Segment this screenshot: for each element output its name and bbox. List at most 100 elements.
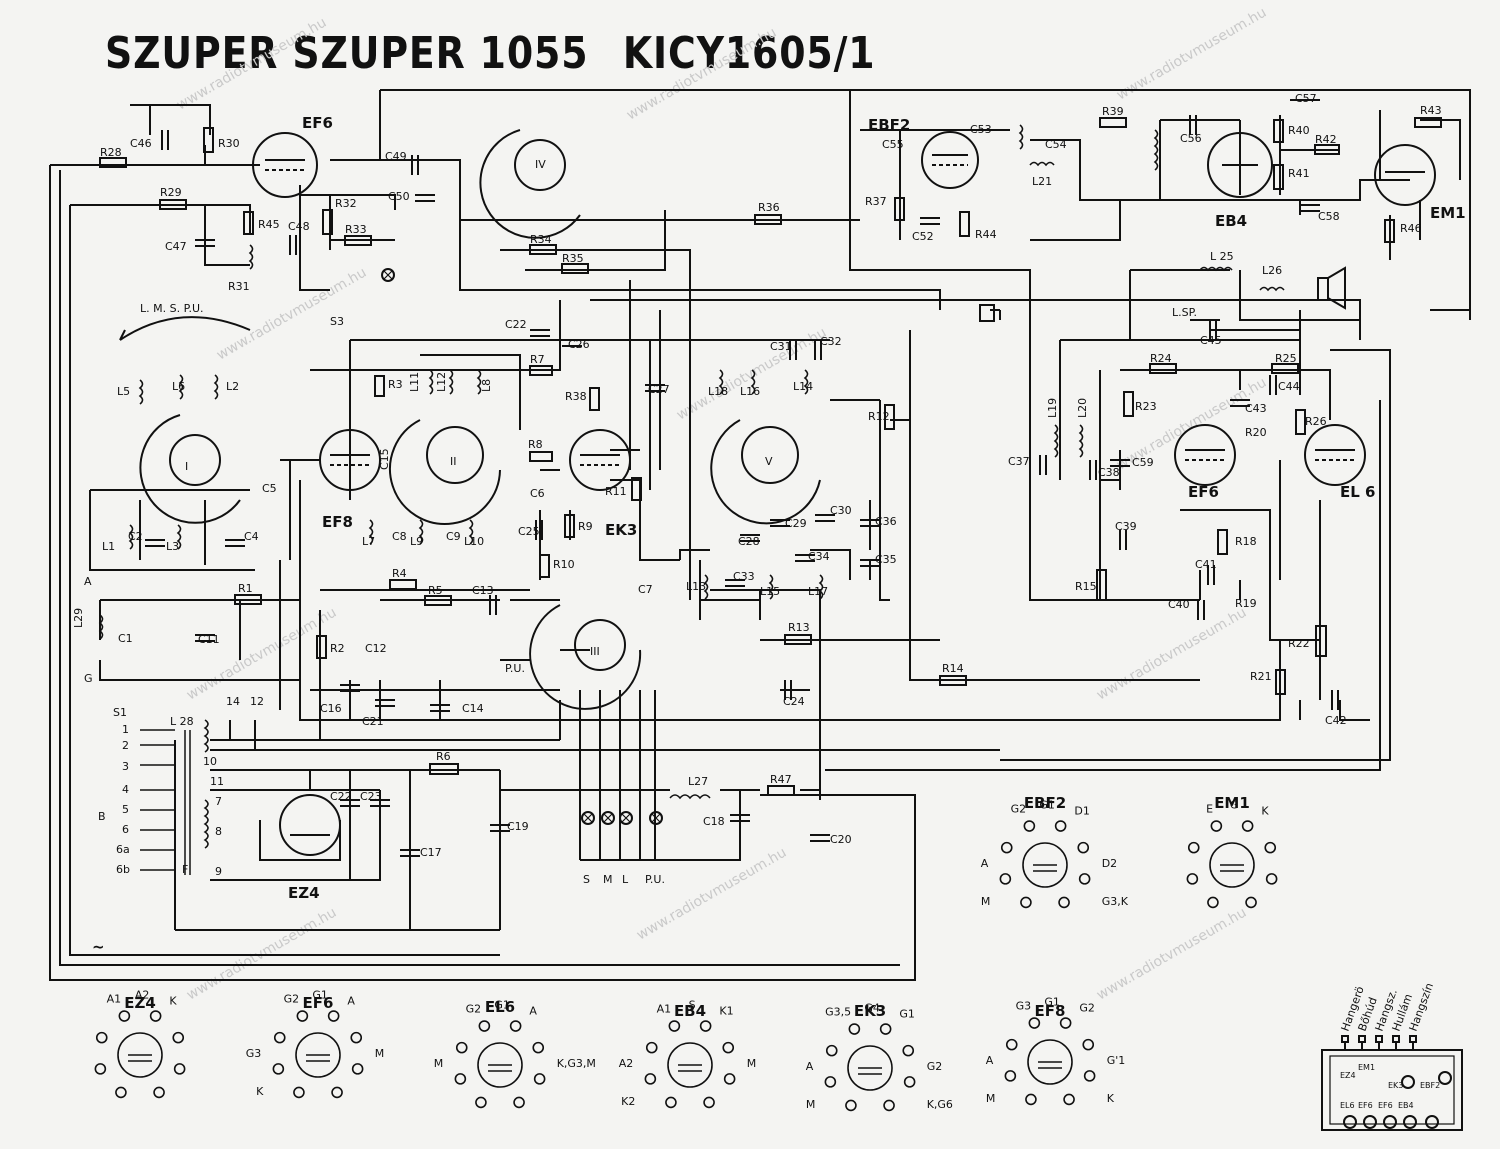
socket-pin (1063, 1093, 1075, 1106)
socket-pin (293, 1086, 305, 1099)
switch-wafer-3 (529, 604, 642, 710)
label-r36: R36 (758, 201, 780, 214)
resistor-r39 (1099, 117, 1127, 128)
tube-symbols (252, 131, 1436, 856)
chassis-tube-socket (1403, 1115, 1417, 1129)
capacitor-c41 (1207, 565, 1215, 585)
tube-ef8 (319, 429, 381, 491)
label-r42: R42 (1315, 133, 1337, 146)
tube-electrode-outline (847, 1045, 893, 1091)
coil-l26 (1259, 286, 1285, 292)
coil-r31 (248, 244, 254, 270)
pin-label: M (981, 895, 991, 908)
pinout-name: EK3 (854, 1002, 886, 1020)
socket-pin (95, 1031, 108, 1044)
label-r1: R1 (238, 582, 253, 595)
coil-l12 (448, 369, 454, 395)
capacitor-c19 (490, 824, 510, 832)
pin-label: G3 (1016, 1000, 1032, 1013)
socket-pin (1020, 896, 1032, 909)
socket-pin (1077, 841, 1090, 854)
capacitor-c43 (1230, 399, 1250, 407)
coil-l17 (818, 574, 824, 600)
capacitor-c42 (1331, 690, 1339, 710)
resistor-r24 (1149, 363, 1177, 374)
label-l19: L19 (1046, 398, 1059, 418)
resistors (99, 117, 1442, 796)
label-antenna: A (84, 575, 92, 588)
capacitor-c38 (1089, 460, 1097, 480)
coil-l8 (476, 369, 482, 395)
label-c49: C49 (385, 150, 407, 163)
socket-pin (1241, 820, 1254, 832)
pin-label: M (986, 1092, 996, 1105)
socket-pin (825, 1044, 838, 1057)
pin-label: G'1 (1107, 1054, 1126, 1067)
pin-label: G1 (899, 1008, 915, 1021)
socket-pin (1058, 896, 1070, 909)
label-r13: R13 (788, 621, 810, 634)
label-s3: S3 (330, 315, 344, 328)
label-c12: C12 (365, 642, 387, 655)
label-winding-5: 5 (122, 803, 129, 816)
label-c43: C43 (1245, 402, 1267, 415)
socket-pin (153, 1086, 165, 1099)
socket-pin (1082, 1038, 1095, 1051)
label-c36: C36 (875, 515, 897, 528)
tube-label-ebf2: EBF2 (868, 116, 910, 134)
label-winding-10: 10 (203, 755, 217, 768)
capacitor-c37 (1039, 455, 1047, 475)
capacitor-c50 (415, 194, 435, 202)
capacitor-c58 (1300, 204, 1320, 212)
label-winding-11: 11 (210, 775, 224, 788)
coil-l16 (750, 369, 756, 395)
tube-ebf2 (921, 131, 979, 189)
capacitor-c22b (340, 799, 360, 807)
socket-pin (644, 1073, 657, 1085)
capacitor-c28 (740, 534, 760, 542)
socket-pin (513, 1096, 525, 1109)
tube-label-ez4: EZ4 (288, 884, 320, 902)
chassis-tube-socket (1383, 1115, 1397, 1129)
chassis-tube-label: EM1 (1358, 1063, 1375, 1072)
capacitor-c26 (562, 339, 582, 347)
tube-ef6-af (1174, 424, 1236, 486)
capacitor-c16 (340, 684, 360, 692)
switch-wafer-4 (479, 129, 581, 239)
socket-pin (668, 1020, 681, 1032)
tube-em1 (1374, 144, 1436, 206)
resistor-r35 (561, 263, 589, 274)
label-l17: L17 (808, 585, 828, 598)
pin-label: G1 (1044, 995, 1060, 1008)
pin-label: G2 (284, 993, 300, 1006)
label-c17: C17 (420, 846, 442, 859)
label-c27: C27 (648, 383, 670, 396)
label-lamp-s: S (583, 873, 590, 886)
capacitor-c49 (411, 155, 419, 175)
socket-pin (1207, 896, 1219, 909)
socket-pin (350, 1031, 363, 1044)
label-c37: C37 (1008, 455, 1030, 468)
capacitor-c45 (1209, 320, 1217, 340)
capacitor-c21 (375, 699, 395, 707)
coil-l11 (428, 369, 434, 395)
pin-label: G4 (864, 1001, 880, 1014)
tube-electrodes (678, 1064, 702, 1072)
socket-pin (1186, 873, 1199, 885)
label-r47: R47 (770, 773, 792, 786)
resistor-r4 (389, 579, 417, 590)
pin-label: A1 (107, 993, 122, 1006)
tube-electrodes (1220, 864, 1244, 872)
coil-l28 (203, 719, 209, 753)
label-r38: R38 (565, 390, 587, 403)
socket-pin (533, 1073, 546, 1085)
label-tap-12: 12 (250, 695, 264, 708)
chassis-knob (1341, 1035, 1349, 1043)
pin-label: G2 (1011, 803, 1027, 816)
label-c34: C34 (808, 550, 830, 563)
label-r32: R32 (335, 197, 357, 210)
label-r46: R46 (1400, 222, 1422, 235)
pin-label: M (375, 1047, 385, 1060)
